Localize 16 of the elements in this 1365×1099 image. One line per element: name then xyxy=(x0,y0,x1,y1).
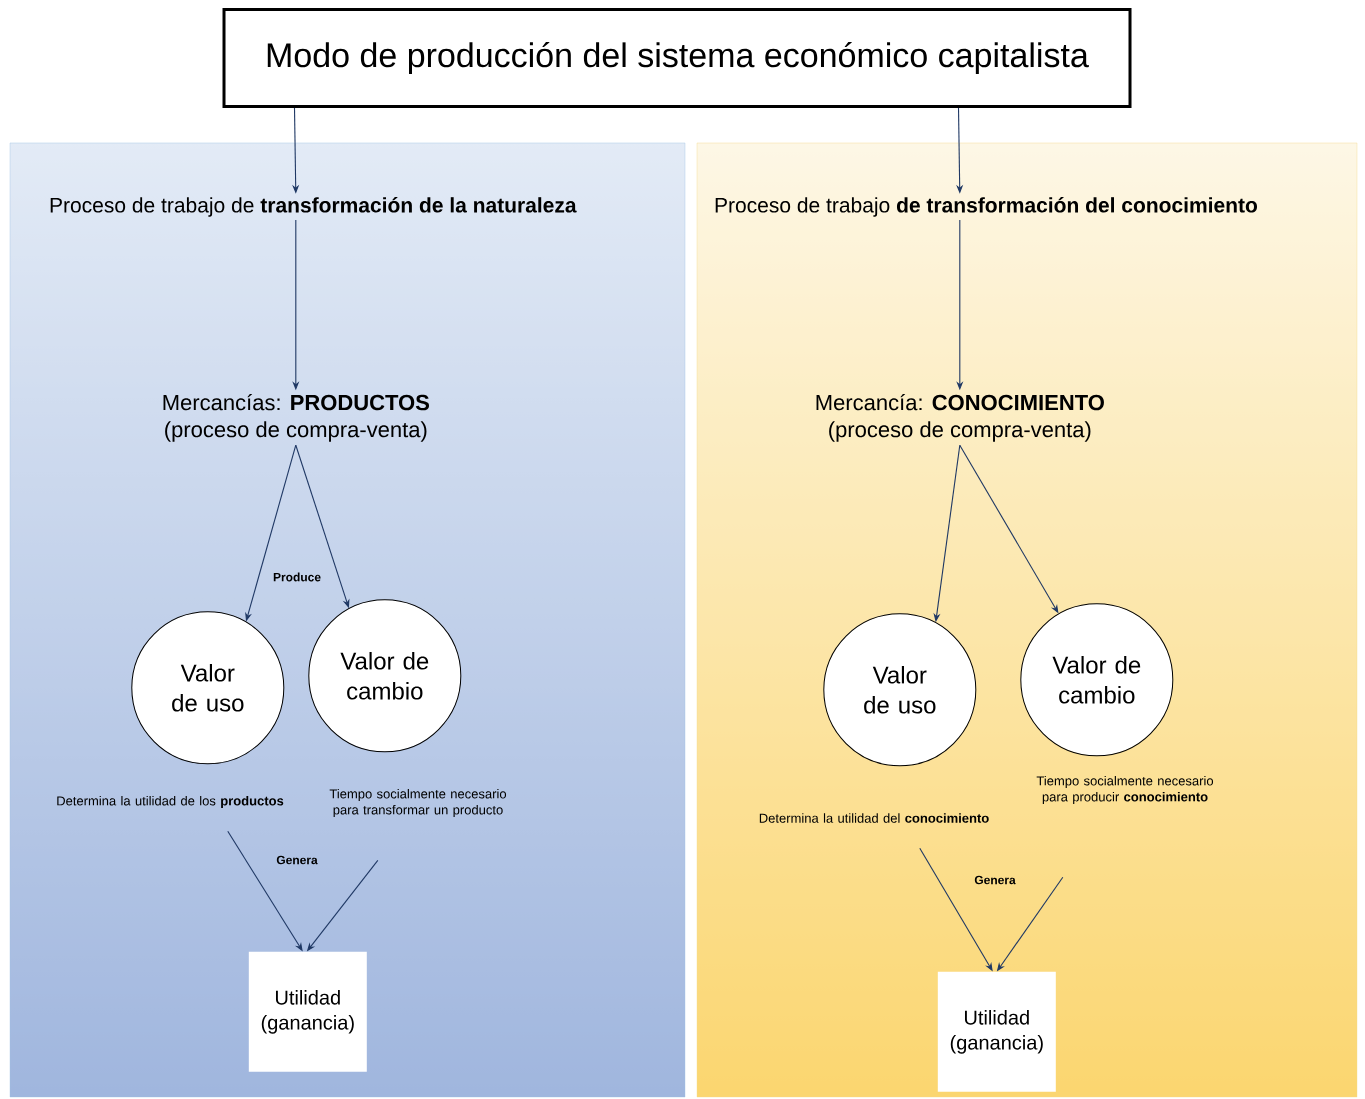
caption-text: Determina la utilidad del conocimiento xyxy=(759,813,989,823)
commodity-text: Mercancía: CONOCIMIENTO (proceso de compra-venta) xyxy=(816,393,1104,442)
edge-label: Genera xyxy=(276,855,318,865)
edge-label: Produce xyxy=(273,572,321,582)
caption-text: Tiempo socialmente necesario para transformar un producto xyxy=(329,788,507,818)
panel xyxy=(696,142,1358,1098)
edge-label: Genera xyxy=(974,875,1016,885)
caption-text: Tiempo socialmente necesario para producir conocimiento xyxy=(1036,775,1214,805)
heading-text: Proceso de trabajo de transformación del conocimiento xyxy=(715,197,1257,217)
result-box: Utilidad (ganancia) xyxy=(937,971,1056,1092)
heading-text: Proceso de trabajo de transformación de la naturaleza xyxy=(50,197,577,217)
panel xyxy=(9,142,686,1098)
caption-text: Determina la utilidad de los productos xyxy=(57,795,284,809)
title-box: Modo de producción del sistema económico capitalista xyxy=(222,8,1132,108)
commodity-text: Mercancías: PRODUCTOS (proceso de compra-venta) xyxy=(163,393,429,442)
result-box: Utilidad (ganancia) xyxy=(248,951,367,1072)
